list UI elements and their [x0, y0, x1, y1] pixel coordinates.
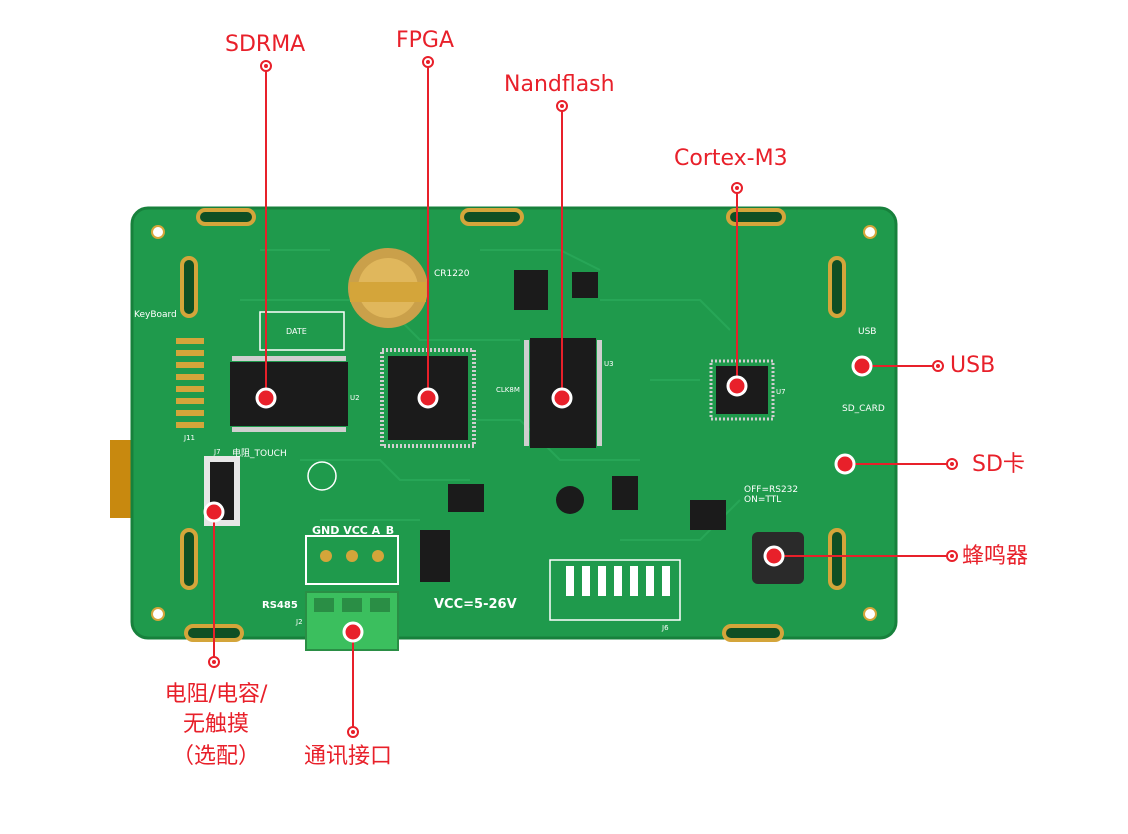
mounting-slots	[180, 208, 846, 642]
silk-u2: U2	[350, 394, 360, 402]
label-touch-line2: 无触摸	[182, 712, 249, 737]
label-cortex-m3: Cortex-M3	[674, 146, 788, 171]
silk-cr1220: CR1220	[434, 269, 470, 279]
coin-cell-battery	[348, 248, 428, 328]
silk-u3: U3	[604, 360, 614, 368]
silk-usb: USB	[858, 327, 876, 337]
small-chip-u6	[690, 500, 726, 530]
inductor-l1	[556, 486, 584, 514]
keyboard-gold-fingers	[176, 338, 204, 428]
small-chip-u9	[612, 476, 638, 510]
callout-lines	[213, 62, 952, 732]
silk-j11: J11	[183, 434, 195, 442]
silk-on-ttl: ON=TTL	[744, 495, 781, 505]
silk-u7: U7	[776, 388, 786, 396]
small-chip-u12	[572, 272, 598, 298]
silk-gnd-vcc: GND VCC A_B	[312, 524, 394, 537]
sdram-chip	[230, 362, 348, 426]
label-sd-card: SD卡	[972, 452, 1025, 477]
small-chip-x2	[448, 484, 484, 512]
label-usb: USB	[950, 353, 996, 378]
gnd-vcc-header-box	[305, 535, 399, 585]
header-pins	[320, 550, 384, 562]
silk-vcc-range: VCC=5-26V	[434, 597, 517, 612]
label-comm-interface: 通讯接口	[304, 744, 393, 769]
silk-j6: J6	[661, 624, 669, 632]
qc-mark	[307, 461, 337, 491]
silk-sd-card: SD_CARD	[842, 404, 885, 414]
small-chip-u4	[514, 270, 548, 310]
silk-date: DATE	[286, 327, 307, 336]
bottom-header-j6	[549, 559, 681, 621]
nandflash-chip-pins	[524, 340, 602, 446]
terminal-screws	[314, 598, 390, 612]
label-touch-line1: 电阻/电容/	[164, 682, 268, 707]
silk-touch: 电阻_TOUCH	[232, 447, 287, 459]
small-chip-j5	[420, 530, 450, 582]
date-label-box	[259, 311, 345, 351]
callout-inner-dots	[203, 355, 873, 643]
label-fpga: FPGA	[396, 28, 455, 53]
silk-j7: J7	[213, 448, 221, 456]
label-buzzer: 蜂鸣器	[962, 544, 1029, 569]
silk-j2: J2	[295, 618, 303, 626]
label-sdram: SDRMA	[225, 32, 306, 57]
silk-rs485: RS485	[262, 600, 298, 611]
sdram-chip-pins	[232, 356, 346, 432]
bottom-header-pins	[566, 566, 670, 596]
label-touch-line3: （选配）	[171, 744, 260, 769]
silk-off-rs232: OFF=RS232	[744, 485, 798, 495]
silk-keyboard: KeyBoard	[134, 310, 177, 320]
label-nandflash: Nandflash	[504, 72, 615, 97]
callout-outer-dot-centers	[212, 60, 954, 734]
silk-clk: CLK8M	[496, 386, 520, 394]
corner-holes	[151, 225, 877, 621]
